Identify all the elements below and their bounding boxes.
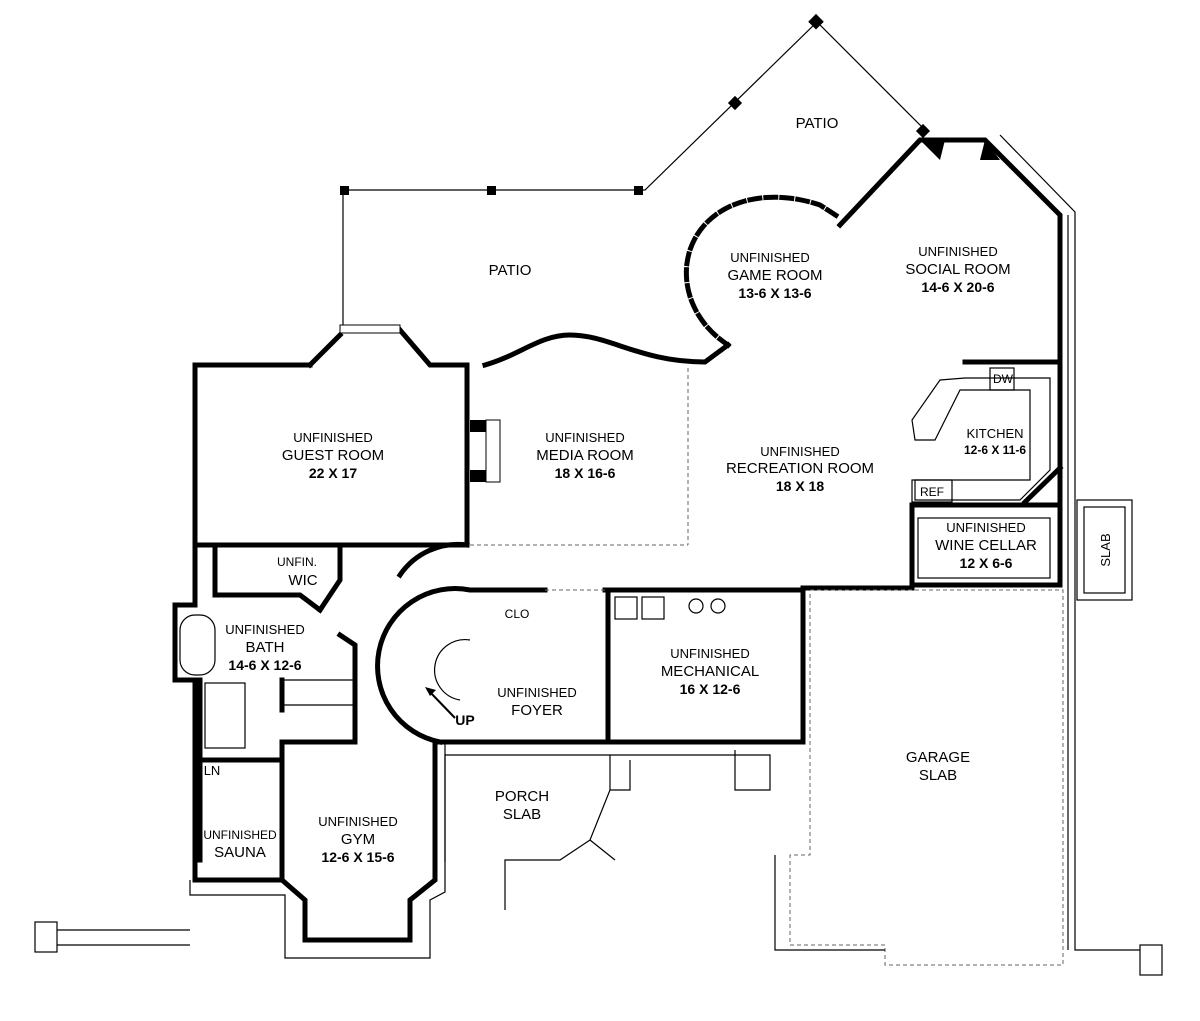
media-room: UNFINISHED MEDIA ROOM 18 X 16-6 — [536, 430, 634, 481]
social-room-size: 14-6 X 20-6 — [921, 279, 994, 295]
game-room-size: 13-6 X 13-6 — [738, 285, 811, 301]
stair-up-label: UP — [455, 712, 474, 728]
kitchen-name: KITCHEN — [966, 426, 1023, 441]
guest-room-status: UNFINISHED — [293, 430, 372, 445]
patio-top-label: PATIO — [796, 115, 839, 132]
foyer: UNFINISHED FOYER UP — [455, 685, 576, 728]
mechanical: UNFINISHED MECHANICAL 16 X 12-6 — [661, 646, 759, 697]
wine-cellar: UNFINISHED WINE CELLAR 12 X 6-6 — [917, 517, 1051, 579]
foyer-name: FOYER — [511, 702, 563, 719]
game-room-status: UNFINISHED — [730, 250, 809, 265]
guest-room-size: 22 X 17 — [309, 465, 357, 481]
slab-label: SLAB — [1098, 533, 1113, 566]
wic-status: UNFIN. — [277, 555, 317, 569]
patio-left-label: PATIO — [489, 262, 532, 279]
recreation-room-name: RECREATION ROOM — [726, 460, 874, 477]
foyer-status: UNFINISHED — [497, 685, 576, 700]
social-room-name: SOCIAL ROOM — [905, 261, 1010, 278]
porch-name: PORCH — [495, 788, 549, 805]
social-room-status: UNFINISHED — [918, 244, 997, 259]
garage-name: GARAGE — [906, 749, 970, 766]
bath-size: 14-6 X 12-6 — [228, 657, 301, 673]
social-room: UNFINISHED SOCIAL ROOM 14-6 X 20-6 — [905, 244, 1010, 295]
media-room-name: MEDIA ROOM — [536, 447, 634, 464]
gym: UNFINISHED GYM 12-6 X 15-6 — [318, 814, 397, 865]
linen-label: LN — [204, 763, 221, 778]
porch-sub: SLAB — [503, 806, 541, 823]
gym-status: UNFINISHED — [318, 814, 397, 829]
wine-cellar-size: 12 X 6-6 — [960, 555, 1013, 571]
garage-sub: SLAB — [919, 767, 957, 784]
guest-room-name: GUEST ROOM — [282, 447, 384, 464]
guest-room: UNFINISHED GUEST ROOM 22 X 17 — [282, 430, 384, 481]
patio-outline — [340, 13, 931, 330]
wic-name: WIC — [288, 572, 317, 589]
sauna: UNFINISHED SAUNA — [203, 828, 277, 861]
mechanical-name: MECHANICAL — [661, 663, 759, 680]
kitchen: DW KITCHEN 12-6 X 11-6 REF — [920, 372, 1026, 499]
walls — [34, 134, 1163, 976]
media-room-status: UNFINISHED — [545, 430, 624, 445]
sauna-status: UNFINISHED — [203, 828, 277, 842]
kitchen-size: 12-6 X 11-6 — [964, 443, 1026, 457]
mechanical-status: UNFINISHED — [670, 646, 749, 661]
refrigerator-label: REF — [920, 485, 944, 499]
game-room: UNFINISHED GAME ROOM 13-6 X 13-6 — [727, 250, 822, 301]
recreation-room-status: UNFINISHED — [760, 444, 839, 459]
mechanical-size: 16 X 12-6 — [680, 681, 741, 697]
garage-slab: GARAGE SLAB — [906, 749, 970, 784]
closet-label: CLO — [505, 607, 530, 621]
wine-cellar-name: WINE CELLAR — [935, 537, 1037, 554]
bath: UNFINISHED BATH 14-6 X 12-6 — [225, 622, 304, 673]
porch-slab: PORCH SLAB — [495, 788, 549, 823]
recreation-room-size: 18 X 18 — [776, 478, 824, 494]
recreation-room: UNFINISHED RECREATION ROOM 18 X 18 — [726, 444, 874, 494]
wine-cellar-status: UNFINISHED — [946, 520, 1025, 535]
game-room-name: GAME ROOM — [727, 267, 822, 284]
media-room-size: 18 X 16-6 — [555, 465, 616, 481]
dishwasher-label: DW — [993, 372, 1014, 386]
gym-size: 12-6 X 15-6 — [321, 849, 394, 865]
wic: UNFIN. WIC — [277, 555, 318, 589]
sauna-name: SAUNA — [214, 844, 266, 861]
bath-status: UNFINISHED — [225, 622, 304, 637]
bath-name: BATH — [246, 639, 285, 656]
gym-name: GYM — [341, 831, 375, 848]
